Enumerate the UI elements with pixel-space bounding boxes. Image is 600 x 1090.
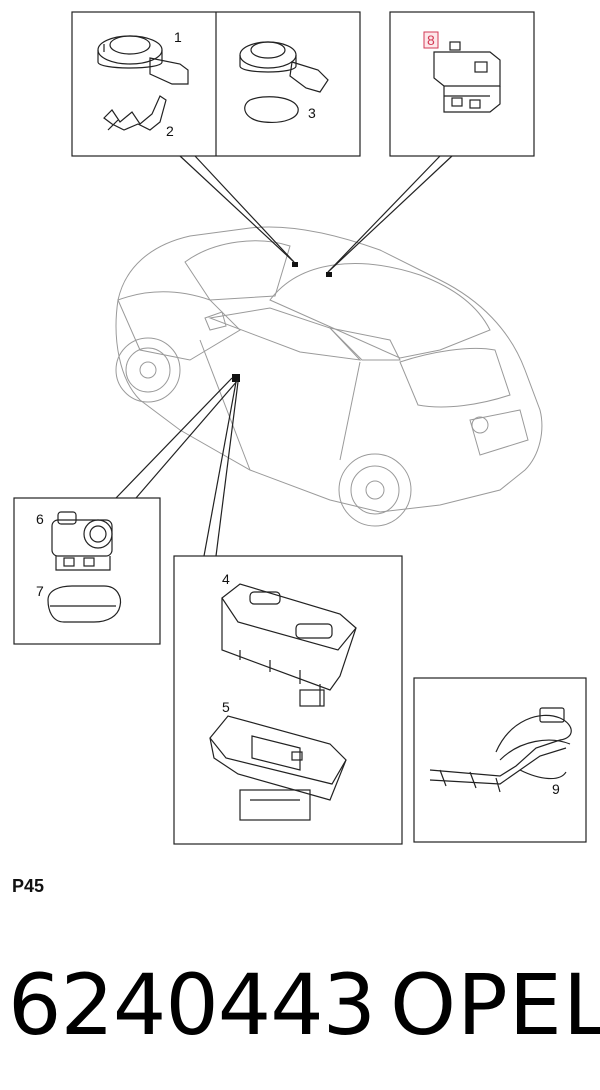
part-8-switch: [433, 41, 501, 113]
callout-6: 6: [36, 511, 44, 527]
box-parts-6-7: [13, 497, 161, 645]
callout-2: 2: [166, 123, 174, 139]
page-code: P45: [12, 876, 45, 896]
callout-1: 1: [174, 29, 182, 45]
part-number: 6240443: [8, 956, 376, 1054]
callout-9: 9: [552, 781, 560, 797]
part-7-cover: [47, 585, 122, 623]
location-marker-roof: [326, 272, 332, 277]
callout-8: 8: [427, 32, 435, 48]
brand-name: OPEL: [390, 956, 600, 1054]
part-2-clip: [103, 95, 167, 131]
callout-4: 4: [222, 571, 230, 587]
part-1-rain-sensor: [97, 35, 189, 85]
part-line: 6240443 OPEL: [0, 955, 600, 1065]
box-part-8: [389, 11, 535, 157]
location-marker-sensor: [292, 262, 298, 267]
parts-diagram: 1 2 3 8 6 7 4 5 9: [13, 11, 587, 845]
car-illustration: [115, 226, 543, 527]
callout-3: 3: [308, 105, 316, 121]
callout-8-highlight: [423, 31, 439, 49]
callout-5: 5: [222, 699, 230, 715]
box-parts-4-5: [173, 555, 403, 845]
part-6-mirror-switch: [51, 511, 113, 571]
part-4-window-switch: [221, 583, 357, 707]
callout-7: 7: [36, 583, 44, 599]
part-9-wiring-harness: [429, 707, 572, 793]
location-marker-door: [232, 374, 240, 382]
part-5-switch-bezel: [209, 715, 347, 821]
part-3-sensor-pad: [239, 41, 329, 123]
